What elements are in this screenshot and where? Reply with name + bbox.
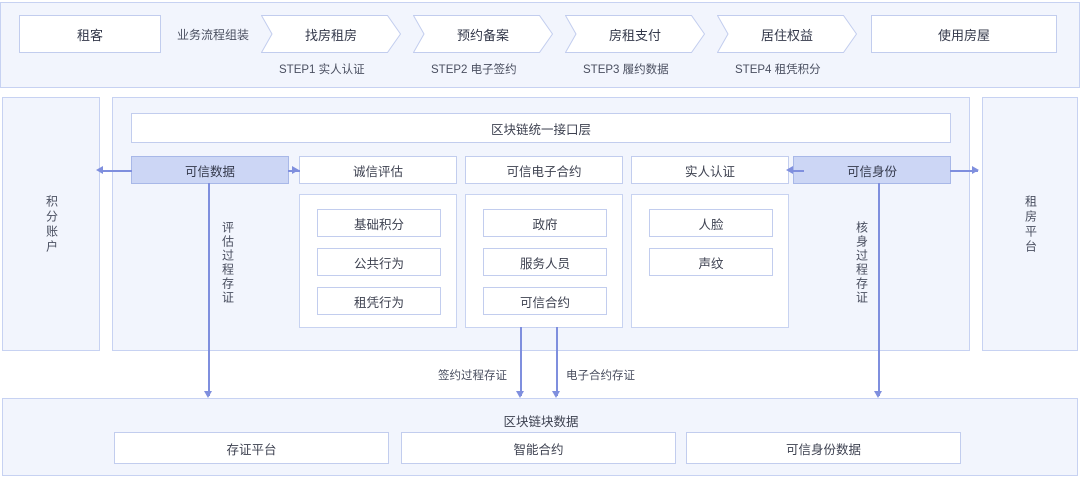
connector-trusted-data-to-points (100, 170, 132, 172)
flow-step-3[interactable]: 房租支付 (565, 15, 705, 53)
column-item[interactable]: 公共行为 (317, 248, 441, 276)
trusted-identity-box[interactable]: 可信身份 (793, 156, 951, 184)
flow-actor-label: 租客 (76, 27, 103, 43)
column-item[interactable]: 基础积分 (317, 209, 441, 237)
column-item[interactable]: 可信合约 (483, 287, 607, 315)
flow-step-4-caption: STEP4 租凭积分 (735, 64, 821, 76)
flow-end-box[interactable]: 使用房屋 (871, 15, 1057, 53)
column-group-credit-evaluation: 基础积分 公共行为 租凭行为 (299, 194, 457, 328)
column-item[interactable]: 声纹 (649, 248, 773, 276)
connector-identity-to-platform (950, 170, 978, 172)
flow-step-2[interactable]: 预约备案 (413, 15, 553, 53)
blockchain-data-band: 区块链块数据 存证平台 智能合约 可信身份数据 (2, 398, 1078, 476)
flow-step-3-caption: STEP3 履约数据 (583, 64, 669, 76)
arrow-right-icon (292, 166, 299, 174)
connector-e-contract-down (556, 327, 558, 396)
column-item[interactable]: 政府 (483, 209, 607, 237)
column-item[interactable]: 人脸 (649, 209, 773, 237)
rental-platform-panel: 租房平台 (982, 97, 1078, 351)
arrow-left-icon (96, 166, 103, 174)
connector-sign-process-down (520, 327, 522, 396)
flow-end-label: 使用房屋 (937, 27, 990, 43)
arrow-right-icon (972, 166, 979, 174)
column-header-real-name-auth[interactable]: 实人认证 (631, 156, 789, 184)
flow-actor-box: 租客 (19, 15, 161, 53)
evaluation-process-evidence-label: 评估过程存证 (220, 221, 235, 305)
trusted-data-box[interactable]: 可信数据 (131, 156, 289, 184)
points-account-label: 积分账户 (44, 195, 59, 255)
flow-assembly-label: 业务流程组装 (176, 27, 249, 42)
sign-process-evidence-label: 签约过程存证 (438, 370, 507, 382)
rental-platform-label: 租房平台 (1023, 195, 1038, 255)
flow-step-4-title: 居住权益 (760, 27, 813, 43)
column-item[interactable]: 服务人员 (483, 248, 607, 276)
connector-trusted-identity-down (878, 183, 880, 396)
flow-step-3-title: 房租支付 (608, 27, 661, 43)
connector-identity-to-auth (790, 170, 804, 172)
core-platform-panel: 区块链统一接口层 可信数据 可信身份 诚信评估 可信电子合约 实人认证 基础积分 (112, 97, 970, 351)
flow-step-2-caption: STEP2 电子签约 (431, 64, 517, 76)
arrow-down-icon (204, 391, 212, 398)
blockchain-item-trusted-identity-data[interactable]: 可信身份数据 (686, 432, 961, 464)
column-header-credit-evaluation[interactable]: 诚信评估 (299, 156, 457, 184)
flow-step-1-title: 找房租房 (304, 27, 357, 43)
points-account-panel: 积分账户 (2, 97, 100, 351)
arrow-down-icon (552, 391, 560, 398)
column-group-trusted-e-contract: 政府 服务人员 可信合约 (465, 194, 623, 328)
identity-process-evidence-label: 核身过程存证 (854, 221, 869, 305)
flow-step-1[interactable]: 找房租房 (261, 15, 401, 53)
flow-step-2-title: 预约备案 (456, 27, 509, 43)
column-group-real-name-auth: 人脸 声纹 (631, 194, 789, 328)
blockchain-item-evidence-platform[interactable]: 存证平台 (114, 432, 389, 464)
e-contract-evidence-label: 电子合约存证 (566, 370, 635, 382)
blockchain-interface-layer: 区块链统一接口层 (131, 113, 951, 143)
blockchain-item-smart-contract[interactable]: 智能合约 (401, 432, 676, 464)
blockchain-data-title: 区块链块数据 (503, 415, 579, 429)
column-header-trusted-e-contract[interactable]: 可信电子合约 (465, 156, 623, 184)
business-flow-band: 租客 业务流程组装 找房租房 STEP1 实人认证 预约备案 STEP2 电子签… (0, 2, 1080, 88)
arrow-down-icon (874, 391, 882, 398)
arrow-left-icon (786, 166, 793, 174)
flow-step-4[interactable]: 居住权益 (717, 15, 857, 53)
connector-trusted-data-down (208, 183, 210, 396)
flow-step-1-caption: STEP1 实人认证 (279, 64, 365, 76)
column-item[interactable]: 租凭行为 (317, 287, 441, 315)
arrow-down-icon (516, 391, 524, 398)
